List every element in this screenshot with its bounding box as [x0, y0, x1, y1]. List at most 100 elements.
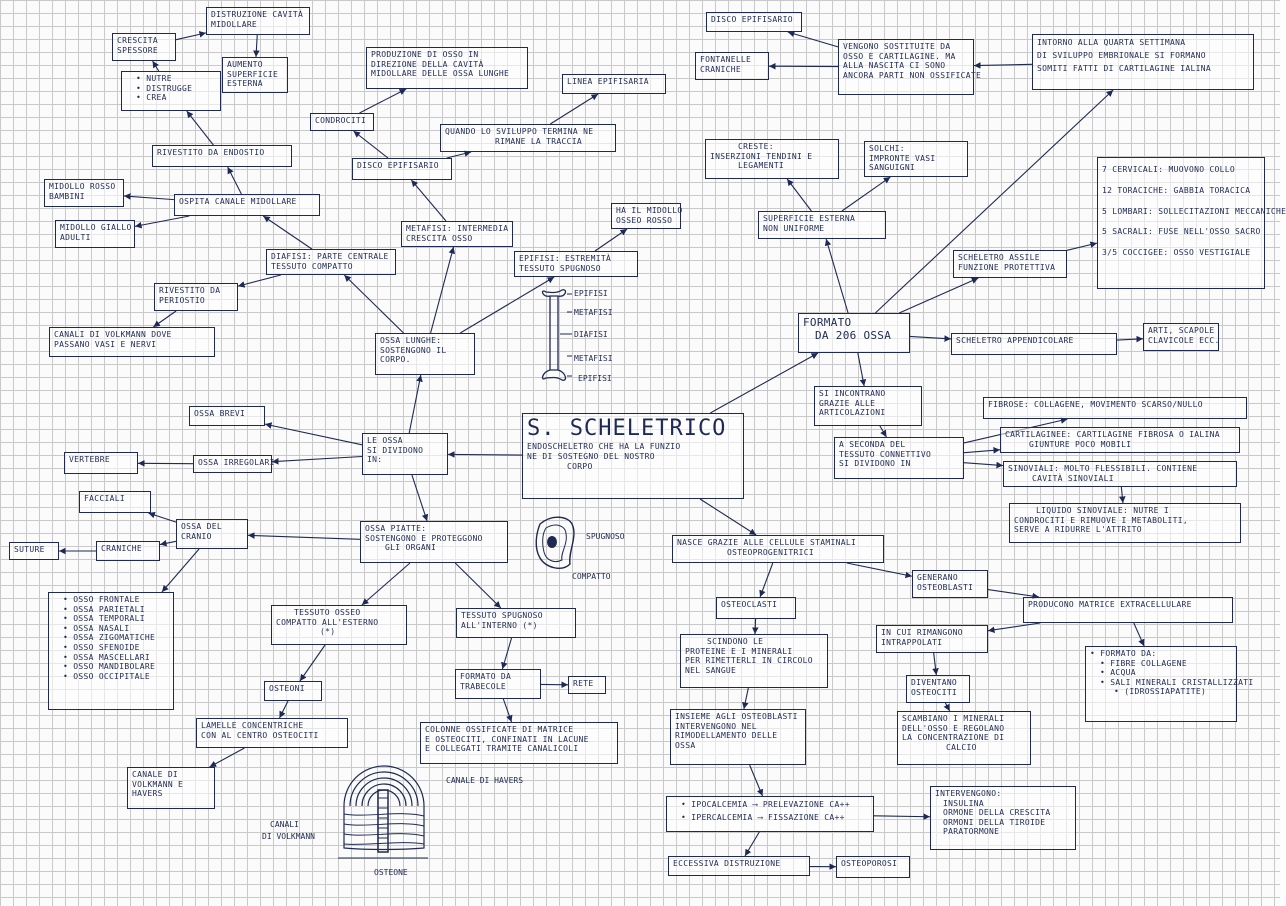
bone-label-diafisi: DIAFISI: [574, 330, 608, 339]
connector-osteoblasti-producono: [987, 589, 1040, 600]
connector-formato_206-superficie_esterna: [824, 238, 849, 314]
connector-scheletro_appendicolare-arti: [1116, 335, 1144, 343]
node-line: PER RIMETTERLI IN CIRCOLO: [685, 656, 813, 666]
connector-ipocalcemia-intervengono: [873, 813, 931, 820]
canale-havers-label: CANALE DI HAVERS: [446, 776, 524, 785]
node-line: LEGAMENTI: [738, 161, 785, 171]
node-line: SI INCONTRANO: [819, 389, 886, 398]
canali-volkmann-node: CANALI DI VOLKMANN DOVE PASSANO VASI E N…: [49, 327, 215, 357]
node-line: HAVERS: [132, 789, 163, 799]
connector-ossa_piatte-tessuto_spugnoso: [454, 562, 502, 609]
connector-nasce-osteoclasti: [759, 562, 774, 598]
connector-ossa_cranio-lista_ossa: [161, 548, 200, 593]
connector-le_ossa-ossa_piatte: [411, 474, 429, 522]
quarta-settimana-node: INTORNO ALLA QUARTA SETTIMANA DI SVILUPP…: [1032, 34, 1254, 90]
connector-producono-formato_da: [1133, 622, 1145, 647]
node-line: ALLA NASCITA CI SONO: [843, 61, 946, 71]
node-line: DELL'OSSO E REGOLANO: [902, 723, 1005, 733]
node-line: METAFISI: INTERMEDIA: [406, 224, 509, 233]
node-line: SERVE A RIDURRE L'ATTRITO: [1014, 525, 1142, 535]
epifisi-node: EPIFISI: ESTREMITÀ TESSUTO SPUGNOSO: [514, 251, 638, 277]
insieme-osteoblasti-node: INSIEME AGLI OSTEOBLASTI INTERVENGONO NE…: [670, 709, 806, 765]
compatto-label: COMPATTO: [572, 572, 611, 581]
node-line: SI DIVIDONO: [367, 445, 424, 455]
node-line: DA 206 OSSA: [815, 329, 892, 343]
node-line: EPIFISI: ESTREMITÀ: [519, 254, 612, 263]
scambiano-minerali-node: SCAMBIANO I MINERALI DELL'OSSO E REGOLAN…: [897, 711, 1031, 765]
node-line: OSTEOCLASTI: [721, 600, 778, 609]
node-line: OSSA DEL: [181, 522, 222, 531]
node-line: SUPERFICIE: [227, 69, 279, 79]
connector-seconda_tessuto-sinoviali: [963, 461, 1004, 469]
producono-matrice-node: PRODUCONO MATRICE EXTRACELLULARE: [1023, 597, 1233, 623]
facciali-node: FACCIALI: [79, 491, 151, 513]
node-line: OSSO MANDIBOLARE: [63, 662, 169, 672]
connector-ossa_piatte-ossa_cranio: [247, 532, 361, 540]
connector-epifisi-midollo_osseo_rosso: [594, 228, 628, 252]
sinoviali-node: SINOVIALI: MOLTO FLESSIBILI. CONTIENE CA…: [1003, 461, 1237, 487]
node-line: OSSO E CARTILAGINE. MA: [843, 51, 956, 61]
connector-scheletrico-nasce: [699, 498, 757, 536]
fontanelle-node: FONTANELLE CRANICHE: [695, 52, 769, 80]
node-line: GIUNTURE POCO MOBILI: [1029, 439, 1132, 449]
connector-disco_epifisario-condrociti: [353, 130, 389, 159]
long-bone-drawing: [541, 289, 572, 381]
node-line: RIVESTITO DA: [159, 286, 221, 295]
node-line: OSSA TEMPORALI: [63, 614, 169, 624]
node-line: OSSA BREVI: [194, 409, 246, 418]
canali-volkmann-label: CANALI: [270, 820, 299, 829]
lamelle-node: LAMELLE CONCENTRICHE CON AL CENTRO OSTEO…: [196, 718, 348, 748]
node-line: INSIEME AGLI OSTEOBLASTI: [675, 712, 798, 721]
node-line: RIVESTITO DA ENDOSTIO: [157, 148, 265, 157]
node-line: OSSEO ROSSO: [616, 215, 673, 225]
node-line: INTRAPPOLATI: [881, 637, 943, 647]
node-line: ACQUA: [1100, 668, 1232, 678]
bone-label-epifisi-top: EPIFISI: [574, 289, 608, 298]
eccessiva-distruzione-node: ECCESSIVA DISTRUZIONE: [668, 856, 810, 876]
node-line: QUANDO LO SVILUPPO TERMINA NE: [445, 127, 594, 136]
connector-le_ossa-ossa_irregolari: [271, 455, 363, 465]
node-line: BAMBINI: [49, 191, 85, 201]
canali-volkmann-label-2: DI VOLKMANN: [262, 832, 315, 841]
node-line: MIDOLLARE DELLE OSSA LUNGHE: [371, 69, 510, 79]
connector-le_ossa-ossa_brevi: [264, 422, 363, 446]
node-line: OSSA LUNGHE:: [380, 336, 442, 345]
node-line: OSTEOBLASTI: [917, 582, 974, 592]
node-line: ADULTI: [60, 232, 91, 242]
node-line: MIDOLLO ROSSO: [49, 182, 116, 191]
rete-node: RETE: [568, 676, 606, 694]
node-line: A SECONDA DEL: [839, 440, 906, 449]
node-line: LAMELLE CONCENTRICHE: [201, 721, 304, 730]
connector-ospita_canale-rivestito_endostio: [227, 166, 242, 195]
arti-node: ARTI, SCAPOLE CLAVICOLE ECC.: [1143, 323, 1219, 351]
node-line: DIVENTANO: [911, 678, 958, 687]
connector-ossa_lunghe-diafisi: [343, 274, 404, 334]
connector-diafisi-ospita_canale: [262, 215, 313, 250]
node-line: DISTRUGGE: [136, 84, 216, 94]
node-line: SCHELETRO APPENDICOLARE: [956, 336, 1074, 345]
connector-trabecole-colonne: [502, 698, 513, 723]
node-line: IMPRONTE VASI: [869, 153, 936, 163]
node-line: MIDOLLARE: [211, 19, 258, 29]
node-line: OSSO FRONTALE: [63, 595, 169, 605]
tessuto-spugnoso-node: TESSUTO SPUGNOSO ALL'INTERNO (*): [456, 608, 576, 638]
node-line: TESSUTO COMPATTO: [271, 261, 353, 271]
vengono-sostituite-node: VENGONO SOSTITUITE DA OSSO E CARTILAGINE…: [838, 39, 981, 95]
node-line: CLAVICOLE ECC.: [1148, 335, 1220, 345]
node-line: OSTEONI: [269, 684, 305, 693]
node-line: INSERZIONI TENDINI E: [710, 151, 813, 161]
node-line: ARTI, SCAPOLE: [1148, 326, 1215, 335]
node-line: AUMENTO: [227, 60, 263, 69]
node-line: CONDROCITI: [315, 116, 367, 125]
node-line: HA IL MIDOLLO: [616, 206, 683, 215]
rimangono-node: IN CUI RIMANGONO INTRAPPOLATI: [876, 625, 988, 653]
connector-ossa_lunghe-metafisi: [430, 246, 456, 334]
node-line: NUTRE: [136, 74, 216, 84]
node-line: ARTICOLAZIONI: [819, 408, 886, 418]
node-line: PROTEINE E I MINERALI: [685, 646, 793, 656]
node-line: OSTEOCITI: [911, 687, 958, 697]
cartilaginee-node: CARTILAGINEE: CARTILAGINE FIBROSA O IALI…: [1000, 427, 1240, 453]
connector-nasce-osteoblasti: [846, 562, 913, 579]
node-line: DIREZIONE DELLA CAVITÀ: [371, 59, 484, 69]
node-line: DIAFISI: PARTE CENTRALE: [271, 252, 389, 261]
